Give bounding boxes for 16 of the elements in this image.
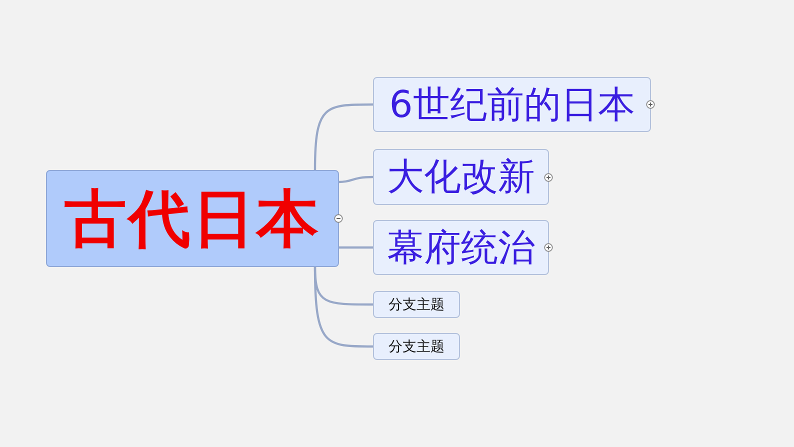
topic-box <box>373 77 651 132</box>
topic-text: 6世纪前的日本 <box>389 82 635 128</box>
topic-text: 大化改新 <box>387 154 535 200</box>
topic-text: 古代日本 <box>64 180 320 256</box>
topic-box <box>373 220 549 275</box>
subtopic-box <box>373 333 460 360</box>
central-topic-box <box>46 170 339 267</box>
branch-line <box>339 246 373 249</box>
subtopic-box <box>373 291 460 318</box>
topic-text: 幕府统治 <box>387 224 535 270</box>
topic-box <box>373 149 549 205</box>
branch-line <box>314 266 373 348</box>
branch-line <box>314 103 373 170</box>
topic-text: 分支主题 <box>388 296 444 314</box>
branch-line <box>338 176 374 184</box>
topic-text: 分支主题 <box>388 338 444 356</box>
